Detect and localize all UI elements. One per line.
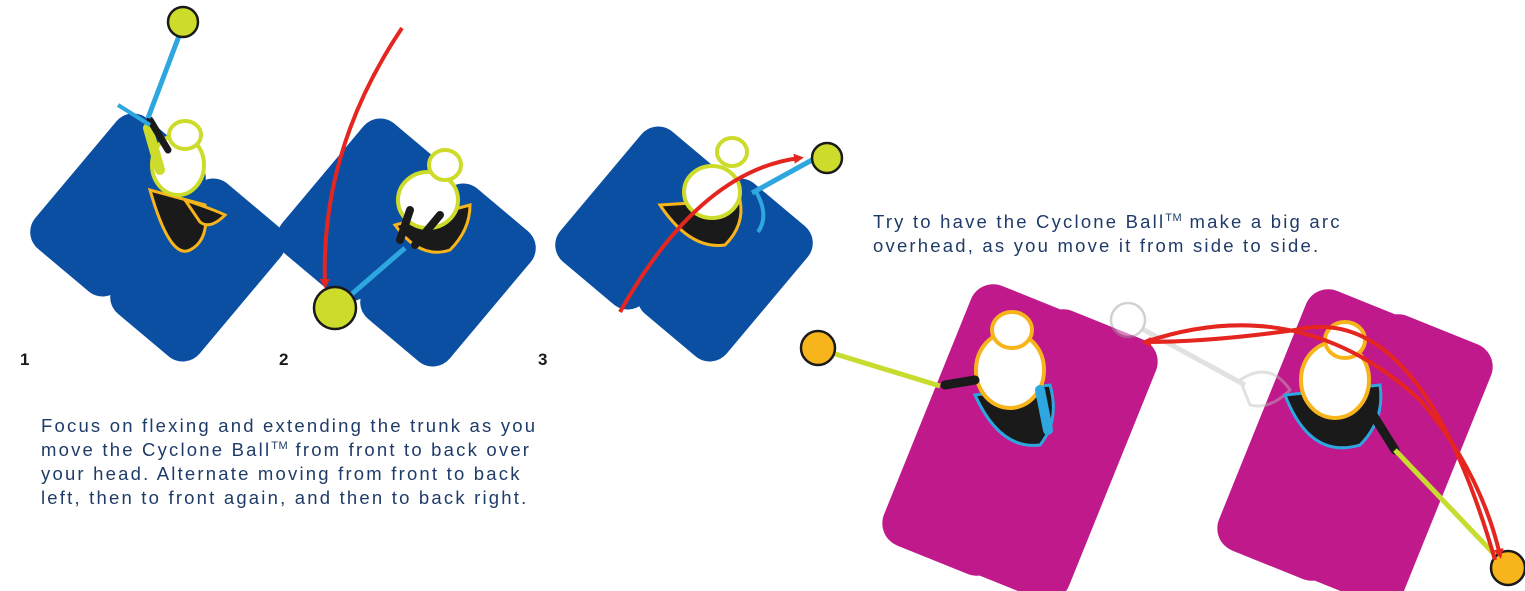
cyclone-ball-icon [314, 287, 356, 329]
caption-line: overhead, as you move it from side to si… [873, 232, 1342, 256]
figure-1 [21, 7, 295, 370]
exercise-mat-icon [546, 118, 822, 371]
rope [832, 353, 940, 386]
caption-line: left, then to front again, and then to b… [41, 484, 537, 508]
left-caption: Focus on flexing and extending the trunk… [41, 412, 537, 508]
figure-2 [268, 28, 545, 375]
exercise-mat-icon [875, 277, 1500, 591]
right-caption: Try to have the Cyclone BallTM make a bi… [873, 208, 1342, 256]
exercise-mat-icon [268, 110, 545, 376]
cyclone-ball-icon [812, 143, 842, 173]
rope [752, 160, 812, 193]
cyclone-ball-icon [1491, 551, 1525, 585]
step-number-3: 3 [538, 350, 547, 370]
figure-3 [546, 118, 842, 371]
step-number-2: 2 [279, 350, 288, 370]
side-to-side-figure [801, 277, 1525, 591]
caption-line: move the Cyclone BallTM from front to ba… [41, 436, 537, 460]
cyclone-ball-icon [168, 7, 198, 37]
cyclone-ball-icon [801, 331, 835, 365]
step-number-1: 1 [20, 350, 29, 370]
caption-line: Try to have the Cyclone BallTM make a bi… [873, 208, 1342, 232]
caption-line: your head. Alternate moving from front t… [41, 460, 537, 484]
rope [148, 28, 182, 118]
caption-line: Focus on flexing and extending the trunk… [41, 412, 537, 436]
